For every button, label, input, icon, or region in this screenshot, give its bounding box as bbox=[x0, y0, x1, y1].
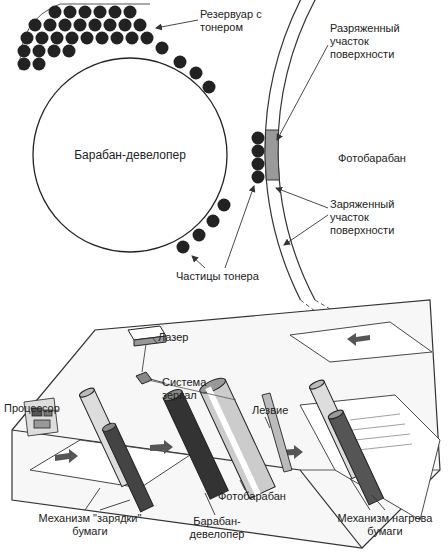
toner-reservoir bbox=[66, 32, 79, 45]
leader-lines bbox=[372, 495, 385, 510]
leader-lines bbox=[276, 188, 328, 208]
rollers bbox=[308, 379, 325, 391]
rollers bbox=[328, 411, 383, 505]
circle-outline bbox=[33, 58, 227, 252]
toner-reservoir bbox=[141, 32, 154, 45]
part-label: Разряженный участок поверхности bbox=[330, 22, 415, 61]
part-label: Лезвие bbox=[252, 404, 312, 417]
leader-lines bbox=[205, 493, 215, 515]
part-label: Система зеркал bbox=[162, 376, 222, 402]
toner-reservoir bbox=[64, 6, 77, 19]
toner-reservoir bbox=[33, 58, 46, 71]
part-label: Механизм нагрева бумаги bbox=[335, 512, 435, 538]
toner-reservoir bbox=[156, 42, 169, 55]
toner-reservoir bbox=[63, 45, 76, 58]
toner-reservoir bbox=[126, 32, 139, 45]
toner-reservoir bbox=[89, 19, 102, 32]
toner-reservoir bbox=[111, 32, 124, 45]
photodrum-arc bbox=[265, 0, 340, 315]
rollers bbox=[327, 408, 344, 420]
toner-reservoir bbox=[81, 32, 94, 45]
toner-reservoir bbox=[119, 19, 132, 32]
toner-particles bbox=[174, 56, 187, 69]
leader-lines bbox=[100, 500, 130, 510]
toner-particles bbox=[177, 241, 190, 254]
toner-reservoir bbox=[33, 45, 46, 58]
leader-lines bbox=[192, 256, 205, 268]
toner-reservoir bbox=[18, 58, 31, 71]
photodrum-arc bbox=[265, 130, 279, 180]
leader-lines bbox=[225, 186, 254, 268]
rollers bbox=[78, 387, 95, 399]
part-label: Лазер bbox=[158, 331, 218, 344]
paper-arrows bbox=[150, 440, 173, 454]
toner-reservoir bbox=[79, 6, 92, 19]
developer-drum-circle: Барабан-девелопер bbox=[32, 57, 228, 253]
toner-reservoir bbox=[29, 19, 42, 32]
toner-reservoir bbox=[124, 6, 137, 19]
toner-reservoir bbox=[48, 45, 61, 58]
toner-reservoir bbox=[44, 19, 57, 32]
toner-reservoir bbox=[36, 32, 49, 45]
toner-reservoir bbox=[74, 19, 87, 32]
leader-lines bbox=[156, 20, 198, 28]
part-label: Резервуар с тонером bbox=[200, 8, 272, 34]
part-label: Процессор bbox=[4, 402, 74, 415]
part-label: Фотобарабан bbox=[338, 152, 438, 165]
mirror-system bbox=[136, 372, 152, 384]
toner-reservoir bbox=[49, 6, 62, 19]
rollers bbox=[205, 386, 260, 495]
toner-particles bbox=[252, 132, 265, 145]
paper-sheet bbox=[300, 395, 440, 520]
rollers bbox=[103, 424, 154, 511]
toner-particles bbox=[252, 158, 265, 171]
rollers bbox=[101, 422, 153, 512]
printer-case bbox=[12, 300, 440, 548]
toner-reservoir bbox=[134, 19, 147, 32]
leader-lines bbox=[48, 337, 385, 515]
leader-lines bbox=[85, 488, 100, 510]
part-label: Барабан-девелопер bbox=[182, 515, 252, 541]
part-label: Механизм "зарядки" бумаги bbox=[38, 512, 142, 538]
toner-particles bbox=[252, 145, 265, 158]
paper-sheet bbox=[350, 414, 412, 450]
toner-particles bbox=[252, 171, 265, 184]
leader-lines bbox=[152, 337, 157, 343]
toner-particles bbox=[207, 215, 220, 228]
leader-lines bbox=[240, 480, 245, 490]
laser-unit bbox=[142, 344, 146, 372]
paper-arrows bbox=[55, 449, 78, 463]
part-label: Частицы тонера bbox=[176, 270, 286, 283]
toner-reservoir bbox=[109, 6, 122, 19]
processor-board bbox=[34, 420, 50, 428]
paper-arrows bbox=[347, 333, 370, 346]
rollers bbox=[78, 375, 383, 512]
toner-particles bbox=[203, 81, 216, 94]
toner-reservoir bbox=[18, 45, 31, 58]
leader-lines bbox=[265, 417, 270, 428]
toner-particles bbox=[218, 199, 231, 212]
toner-reservoir bbox=[96, 32, 109, 45]
part-label: Заряженный участок поверхности bbox=[330, 198, 415, 237]
printer-case bbox=[12, 300, 440, 548]
toner-reservoir bbox=[51, 32, 64, 45]
photodrum-arc bbox=[278, 0, 315, 300]
leader-lines bbox=[277, 45, 328, 140]
toner-reservoir bbox=[21, 32, 34, 45]
leader-lines bbox=[350, 478, 370, 510]
node-title: Барабан-девелопер bbox=[32, 148, 228, 162]
paper-sheet bbox=[290, 322, 432, 362]
paper-sheet bbox=[30, 322, 440, 520]
toner-particles bbox=[193, 229, 206, 242]
part-label: Фотобарабан bbox=[218, 490, 308, 503]
toner-particles bbox=[190, 67, 203, 80]
toner-reservoir bbox=[104, 19, 117, 32]
leader-lines bbox=[284, 215, 328, 245]
rollers bbox=[101, 422, 116, 433]
toner-reservoir bbox=[59, 19, 72, 32]
rollers bbox=[327, 408, 383, 504]
toner-reservoir bbox=[94, 6, 107, 19]
